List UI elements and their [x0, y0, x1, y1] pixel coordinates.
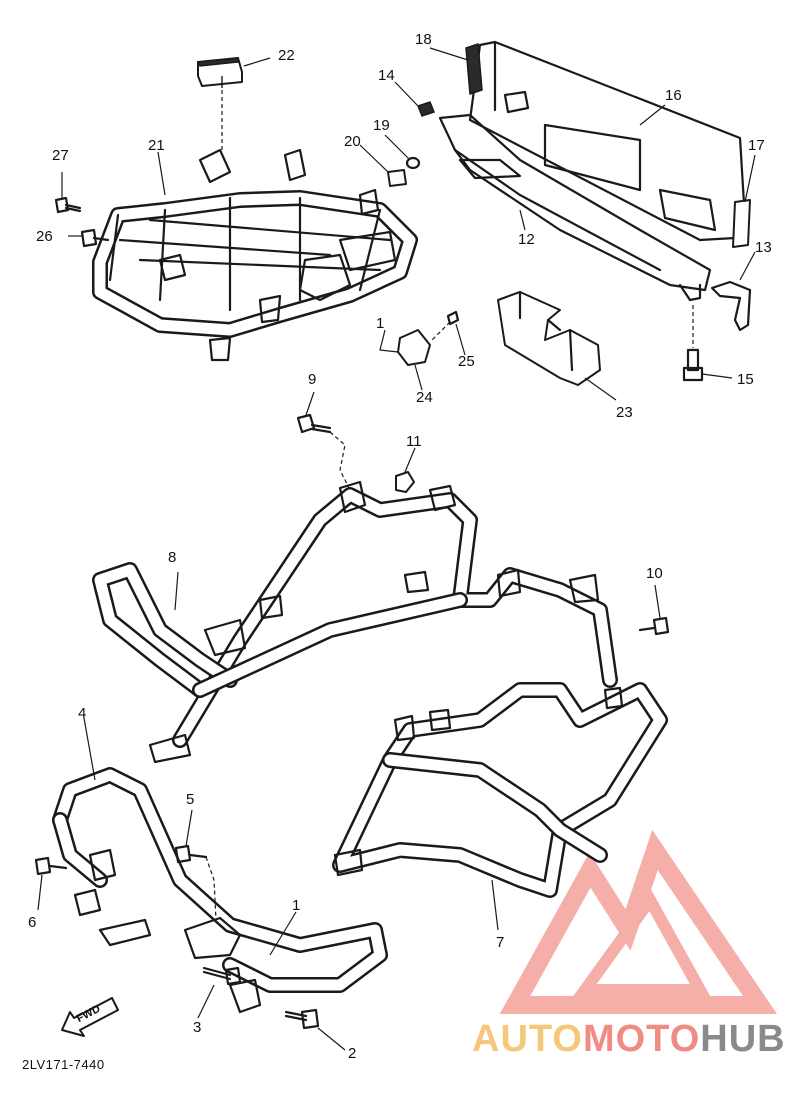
callout-5: 5 [186, 791, 195, 808]
part-5-bolt [174, 844, 217, 921]
part-2-bolt [284, 1008, 320, 1030]
callout-1: 1 [292, 897, 301, 914]
diagram-code: 2LV171-7440 [22, 1057, 105, 1072]
callout-14: 14 [378, 67, 395, 84]
part-14-clip [417, 101, 435, 117]
callout-13: 13 [755, 239, 772, 256]
part-27-bolt [54, 196, 82, 214]
callout-19: 19 [373, 117, 390, 134]
callout-27: 27 [52, 147, 69, 164]
part-25-screw [431, 310, 460, 341]
callout-25: 25 [458, 353, 475, 370]
part-3-bolt [202, 966, 242, 986]
callout-2: 2 [348, 1045, 357, 1062]
part-9-bolt [296, 413, 351, 491]
part-23-foam-block [497, 290, 601, 386]
part-6-bolt [34, 856, 68, 876]
watermark-part-hub: HUB [700, 1018, 786, 1060]
part-13-bracket [710, 280, 752, 332]
part-21-tray-frame [92, 90, 418, 362]
callout-16: 16 [665, 87, 682, 104]
part-10-bolt [638, 616, 670, 636]
callout-26: 26 [36, 228, 53, 245]
callout-7: 7 [496, 934, 505, 951]
callout-22: 22 [278, 47, 295, 64]
part-11-nut [395, 471, 415, 493]
part-8-rear-frame [92, 480, 618, 764]
callout-6: 6 [28, 914, 37, 931]
part-7-side-frame [332, 682, 668, 898]
callout-18: 18 [415, 31, 432, 48]
part-17-strip [732, 199, 751, 248]
callout-24: 24 [416, 389, 433, 406]
part-22-cushion [196, 57, 243, 88]
part-24-damper [397, 329, 431, 366]
part-26-bolt [80, 228, 110, 248]
callout-4: 4 [78, 705, 87, 722]
callout-17: 17 [748, 137, 765, 154]
callout-10: 10 [646, 565, 663, 582]
watermark-part-auto: AUTO [472, 1018, 583, 1060]
watermark-part-moto: MOTO [582, 1018, 701, 1060]
part-20-grommet [387, 169, 407, 187]
callout-20: 20 [344, 133, 361, 150]
callout-3: 3 [193, 1019, 202, 1036]
callout-8: 8 [168, 549, 177, 566]
watermark-logo [499, 829, 777, 1014]
part-4-front-guard [52, 767, 388, 1014]
callout-11: 11 [406, 433, 422, 450]
callout-15: 15 [737, 371, 754, 388]
callout-12: 12 [518, 231, 535, 248]
part-18-strip [465, 42, 483, 96]
callout-1-top: 1 [376, 315, 385, 332]
callout-21: 21 [148, 137, 165, 154]
callout-23: 23 [616, 404, 633, 421]
part-12-bracket [438, 113, 712, 302]
part-15-screw [682, 305, 704, 382]
part-19-washer [405, 156, 421, 170]
watermark-text: AUTOMOTOHUB [472, 1018, 786, 1061]
callout-9: 9 [308, 371, 317, 388]
leader-lines [37, 47, 756, 1051]
fwd-arrow-icon [61, 997, 119, 1037]
